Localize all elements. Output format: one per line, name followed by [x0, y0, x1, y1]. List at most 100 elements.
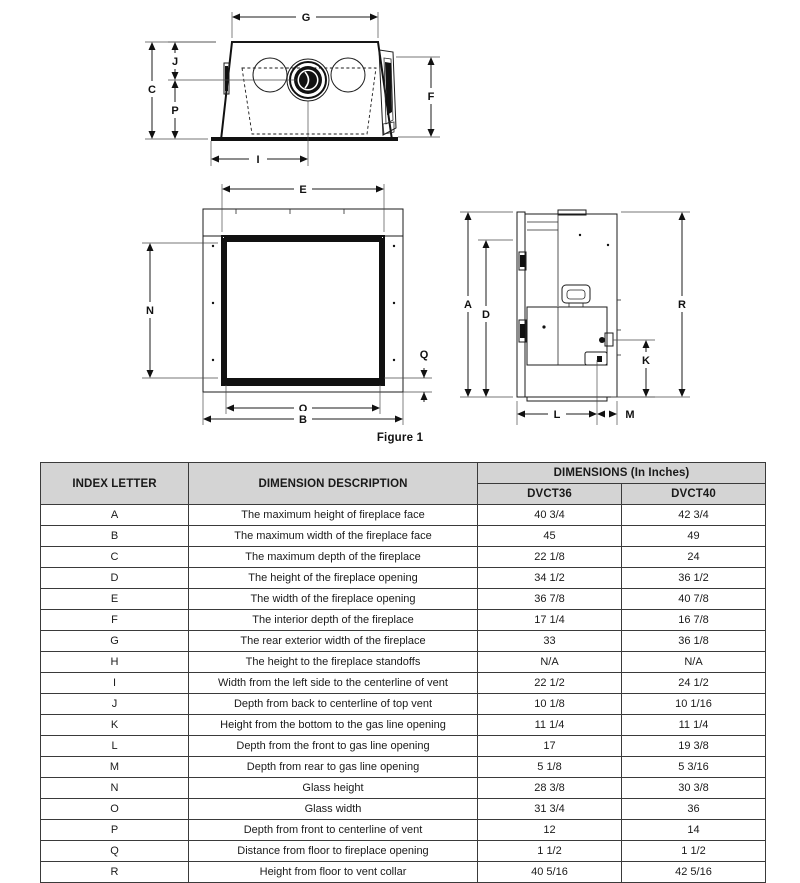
cell-dvct36-value: 33: [477, 630, 622, 652]
header-row-models: DVCT36 DVCT40: [41, 483, 766, 505]
cell-index-letter: H: [40, 651, 189, 673]
cell-dvct40-value: 1 1/2: [621, 840, 766, 862]
header-dimension-description: DIMENSION DESCRIPTION: [188, 462, 478, 505]
header-model-dvct40: DVCT40: [621, 483, 766, 505]
dim-label-J: J: [172, 56, 178, 68]
cell-index-letter: N: [40, 777, 189, 799]
cell-dvct40-value: 49: [621, 525, 766, 547]
technical-drawing-figure: G C J P: [141, 9, 691, 444]
dim-label-Q: Q: [420, 349, 429, 361]
cell-description: The interior depth of the fireplace: [188, 609, 478, 631]
top-view: G C J P: [143, 9, 440, 167]
dim-label-R: R: [678, 299, 686, 311]
cell-index-letter: C: [40, 546, 189, 568]
header-index-letter: INDEX LETTER: [40, 462, 189, 505]
dim-label-I: I: [256, 154, 259, 166]
cell-dvct36-value: 12: [477, 819, 622, 841]
cell-dvct36-value: 36 7/8: [477, 588, 622, 610]
header-dimensions-group: DIMENSIONS (In Inches): [477, 462, 766, 484]
cell-index-letter: P: [40, 819, 189, 841]
figure-caption: Figure 1: [376, 432, 424, 444]
cell-dvct40-value: 14: [621, 819, 766, 841]
cell-dvct40-value: 5 3/16: [621, 756, 766, 778]
cell-description: Width from the left side to the centerli…: [188, 672, 478, 694]
cell-dvct36-value: 40 3/4: [477, 504, 622, 526]
cell-dvct36-value: 1 1/2: [477, 840, 622, 862]
cell-index-letter: M: [40, 756, 189, 778]
cell-description: The maximum height of fireplace face: [188, 504, 478, 526]
dim-label-D: D: [482, 309, 490, 321]
cell-description: Depth from front to centerline of vent: [188, 819, 478, 841]
cell-dvct40-value: 24 1/2: [621, 672, 766, 694]
dim-label-B: B: [299, 414, 307, 426]
cell-index-letter: J: [40, 693, 189, 715]
dimensions-table-container: INDEX LETTER DIMENSION DESCRIPTION DIMEN…: [40, 462, 766, 883]
cell-index-letter: L: [40, 735, 189, 757]
cell-dvct40-value: 40 7/8: [621, 588, 766, 610]
header-row-top: INDEX LETTER DIMENSION DESCRIPTION DIMEN…: [40, 462, 766, 505]
cell-dvct40-value: 19 3/8: [621, 735, 766, 757]
side-view: A D R K: [459, 209, 691, 425]
cell-dvct36-value: N/A: [477, 651, 622, 673]
cell-description: Glass height: [188, 777, 478, 799]
cell-dvct36-value: 5 1/8: [477, 756, 622, 778]
cell-dvct36-value: 34 1/2: [477, 567, 622, 589]
cell-dvct36-value: 22 1/2: [477, 672, 622, 694]
cell-description: Height from floor to vent collar: [188, 861, 478, 883]
table-header: INDEX LETTER DIMENSION DESCRIPTION DIMEN…: [40, 462, 766, 505]
cell-dvct40-value: 36 1/8: [621, 630, 766, 652]
dim-label-L: L: [554, 409, 561, 421]
cell-dvct36-value: 28 3/8: [477, 777, 622, 799]
dim-label-K: K: [642, 355, 650, 367]
cell-description: Height from the bottom to the gas line o…: [188, 714, 478, 736]
cell-description: Depth from the front to gas line opening: [188, 735, 478, 757]
cell-description: The maximum depth of the fireplace: [188, 546, 478, 568]
cell-index-letter: I: [40, 672, 189, 694]
dim-label-P: P: [171, 105, 178, 117]
cell-index-letter: D: [40, 567, 189, 589]
cell-dvct40-value: 42 3/4: [621, 504, 766, 526]
cell-dvct36-value: 17 1/4: [477, 609, 622, 631]
cell-dvct40-value: 42 5/16: [621, 861, 766, 883]
cell-dvct36-value: 17: [477, 735, 622, 757]
dim-label-N: N: [146, 305, 154, 317]
cell-description: The height to the fireplace standoffs: [188, 651, 478, 673]
cell-dvct40-value: 11 1/4: [621, 714, 766, 736]
cell-description: Distance from floor to fireplace opening: [188, 840, 478, 862]
cell-index-letter: R: [40, 861, 189, 883]
dim-label-M: M: [625, 409, 634, 421]
front-view: E N O B: [141, 181, 433, 427]
cell-description: The rear exterior width of the fireplace: [188, 630, 478, 652]
cell-description: The width of the fireplace opening: [188, 588, 478, 610]
cell-description: Glass width: [188, 798, 478, 820]
cell-index-letter: K: [40, 714, 189, 736]
cell-index-letter: O: [40, 798, 189, 820]
cell-index-letter: E: [40, 588, 189, 610]
header-model-dvct36: DVCT36: [477, 483, 622, 505]
cell-dvct36-value: 40 5/16: [477, 861, 622, 883]
dimensions-table: INDEX LETTER DIMENSION DESCRIPTION DIMEN…: [40, 462, 766, 883]
cell-dvct40-value: 30 3/8: [621, 777, 766, 799]
cell-index-letter: G: [40, 630, 189, 652]
cell-description: The height of the fireplace opening: [188, 567, 478, 589]
dim-label-C: C: [148, 84, 156, 96]
dim-label-G: G: [302, 12, 311, 24]
cell-index-letter: Q: [40, 840, 189, 862]
cell-dvct36-value: 22 1/8: [477, 546, 622, 568]
cell-description: Depth from rear to gas line opening: [188, 756, 478, 778]
cell-dvct40-value: 36 1/2: [621, 567, 766, 589]
cell-index-letter: B: [40, 525, 189, 547]
cell-index-letter: A: [40, 504, 189, 526]
cell-dvct36-value: 11 1/4: [477, 714, 622, 736]
cell-dvct40-value: 24: [621, 546, 766, 568]
